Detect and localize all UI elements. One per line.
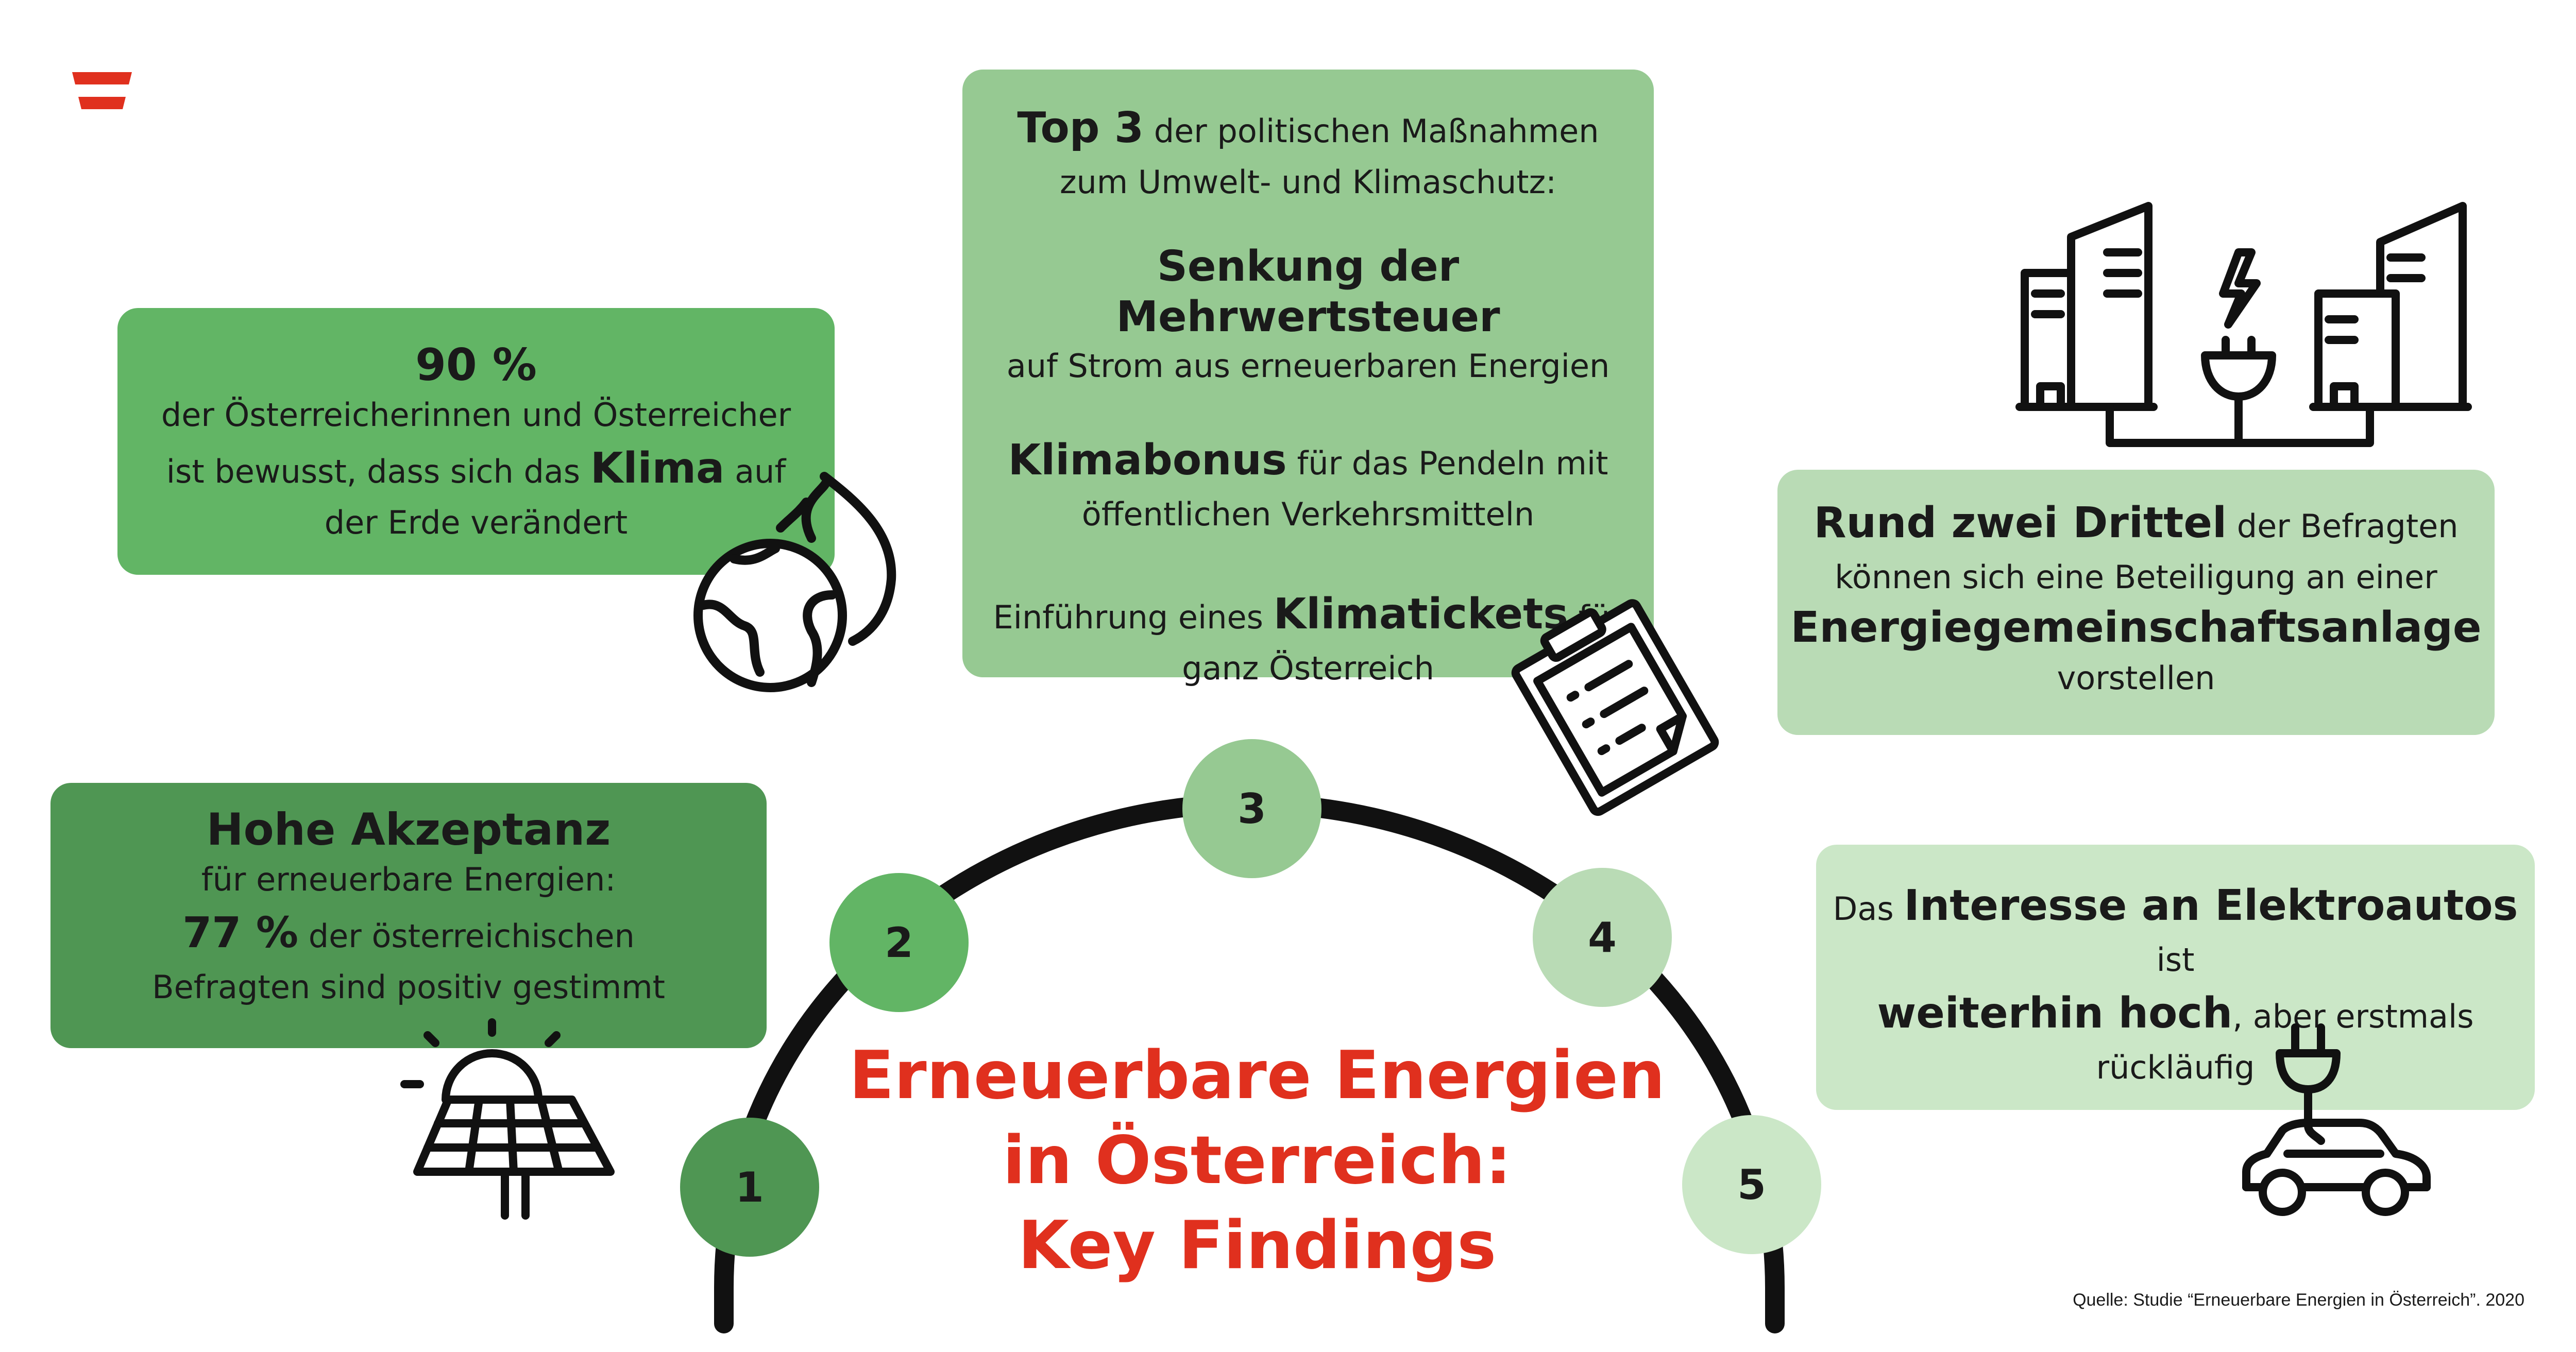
finding-2-line-2-post: auf <box>724 453 786 491</box>
solar-panel-icon <box>400 1018 615 1220</box>
finding-2-line-2-pre: ist bewusst, dass sich das <box>166 453 590 491</box>
finding-1-line-1: für erneuerbare Energien: <box>201 861 616 899</box>
finding-5-line-2: weiterhin hoch, aber erstmals <box>1877 983 2473 1045</box>
title-line-3: Key Findings <box>1018 1207 1497 1284</box>
finding-5-card: Das Interesse an Elektroautos ist weiter… <box>1816 845 2535 1110</box>
finding-5-post-1: ist <box>2156 940 2195 979</box>
finding-3-m1-line: auf Strom aus erneuerbaren Energien <box>1006 347 1610 385</box>
finding-4-line-2: können sich eine Beteiligung an einer <box>1835 558 2437 596</box>
finding-4-bold: Rund zwei Drittel <box>1814 499 2227 547</box>
node-3: 3 <box>1182 739 1321 878</box>
finding-2-pct: 90 % <box>415 339 537 391</box>
finding-1-line-2: 77 % der österreichischen <box>182 903 635 964</box>
finding-5-pre: Das <box>1833 890 1904 928</box>
finding-3-klimabonus: Klimabonus <box>1008 436 1287 485</box>
title-line-1: Erneuerbare Energien <box>849 1037 1665 1114</box>
node-1: 1 <box>680 1118 819 1257</box>
finding-1-line-2-rest: der österreichischen <box>298 917 635 955</box>
finding-3-head-rest: der politischen Maßnahmen <box>1144 112 1599 150</box>
finding-3-head: Top 3 der politischen Maßnahmen <box>1017 98 1599 159</box>
finding-3-klimatickets: Klimatickets <box>1273 590 1569 639</box>
finding-3-card: Top 3 der politischen Maßnahmen zum Umwe… <box>962 70 1654 687</box>
finding-5-line-1: Das Interesse an Elektroautos ist <box>1816 876 2535 983</box>
finding-2-klima: Klima <box>590 444 725 493</box>
finding-2-line-3: der Erde verändert <box>324 503 628 541</box>
finding-1-card: Hohe Akzeptanz für erneuerbare Energien:… <box>50 783 767 1048</box>
title-line-2: in Österreich: <box>1003 1122 1512 1199</box>
finding-2-card: 90 % der Österreicherinnen und Österreic… <box>117 308 835 575</box>
node-2: 2 <box>829 873 969 1012</box>
finding-2-line-2: ist bewusst, dass sich das Klima auf <box>166 438 786 500</box>
finding-5-post-2: , aber erstmals <box>2232 997 2474 1035</box>
finding-3-m1-bold: Senkung der Mehrwertsteuer <box>1116 242 1500 342</box>
finding-3-m2-line: öffentlichen Verkehrsmitteln <box>1081 495 1535 534</box>
source-note: Quelle: Studie “Erneuerbare Energien in … <box>2073 1290 2524 1310</box>
node-4: 4 <box>1533 868 1672 1007</box>
finding-1-pct: 77 % <box>182 909 299 958</box>
finding-3-head-line-2: zum Umwelt- und Klimaschutz: <box>1059 163 1557 201</box>
finding-4-line-4: vorstellen <box>2057 659 2215 697</box>
austria-flag-icon <box>72 72 132 109</box>
finding-4-bold-2: Energiegemeinschaftsanlage <box>1790 603 2482 652</box>
finding-3-m2-rest: für das Pendeln mit <box>1286 444 1608 483</box>
finding-3-m3-line: ganz Österreich <box>1182 649 1434 688</box>
clipboard-icon <box>1511 599 1719 816</box>
finding-1-line-3: Befragten sind positiv gestimmt <box>152 968 665 1006</box>
finding-3-m2: Klimabonus für das Pendeln mit <box>1008 430 1608 491</box>
finding-5-bold-1: Interesse an Elektroautos <box>1904 881 2518 930</box>
electric-car-icon <box>2242 1023 2431 1216</box>
finding-4-line-1: Rund zwei Drittel der Befragten <box>1814 493 2458 554</box>
finding-3-m3-pre: Einführung eines <box>993 598 1274 637</box>
finding-5-line-3: rückläufig <box>2096 1048 2255 1086</box>
globe-fire-icon <box>693 472 896 692</box>
city-power-icon <box>2015 202 2472 447</box>
node-5: 5 <box>1682 1115 1821 1254</box>
finding-4-rest: der Befragten <box>2227 507 2459 545</box>
finding-3-top3: Top 3 <box>1017 104 1144 152</box>
finding-5-bold-2: weiterhin hoch <box>1877 988 2233 1038</box>
finding-2-line-1: der Österreicherinnen und Österreicher <box>161 396 791 434</box>
finding-1-heading: Hohe Akzeptanz <box>206 804 611 855</box>
finding-4-card: Rund zwei Drittel der Befragten können s… <box>1777 470 2495 735</box>
